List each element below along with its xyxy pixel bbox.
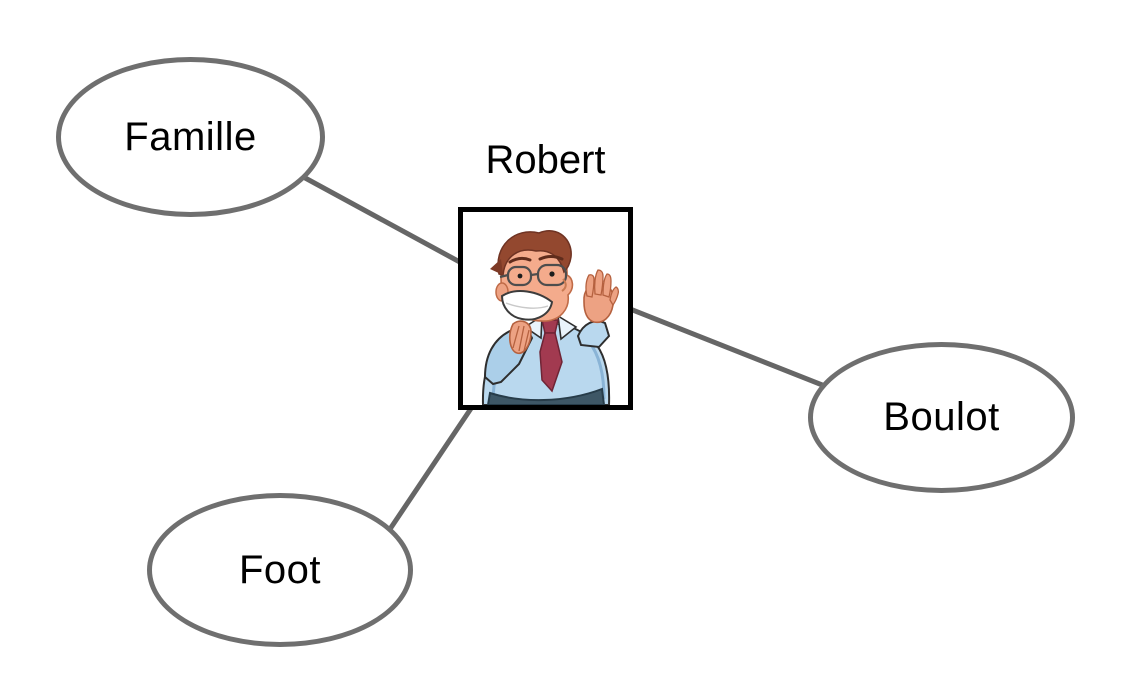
connector-robert-foot: [381, 402, 477, 540]
nervous-businessman-cartoon: [481, 230, 620, 405]
node-foot-label: Foot: [238, 547, 322, 592]
node-robert[interactable]: [458, 207, 633, 410]
node-famille-label: Famille: [124, 114, 257, 159]
node-famille[interactable]: Famille: [56, 57, 325, 217]
node-foot[interactable]: Foot: [147, 493, 413, 647]
node-robert-label: Robert: [485, 138, 606, 182]
connector-robert-boulot: [619, 302, 841, 395]
node-boulot-label: Boulot: [883, 395, 1000, 439]
node-boulot[interactable]: Boulot: [808, 342, 1075, 493]
connector-robert-famille: [283, 164, 482, 276]
